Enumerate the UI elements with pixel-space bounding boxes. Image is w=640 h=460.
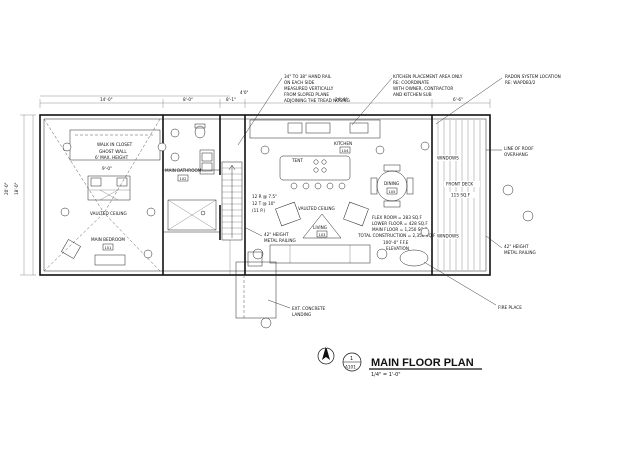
roof-overhang-2: OVERHANG — [504, 152, 528, 157]
detail-callout-icon — [342, 352, 362, 372]
dim-6ft6: 6'-6" — [453, 97, 463, 102]
detail-number: 1 — [350, 356, 353, 362]
bathroom-fixtures — [167, 123, 217, 231]
window-tag-top: WINDOWS — [437, 156, 459, 161]
vaulted-ceiling-lines-left — [43, 118, 161, 272]
area-main-floor: MAIN FLOOR = 1,250 SQ.F — [372, 227, 428, 232]
handrail-note-2: ON EACH SIDE — [284, 80, 315, 85]
handrail-note-5: ADJOINING THE TREAD NOSING — [284, 98, 350, 103]
stair — [221, 161, 243, 241]
front-deck-label: FRONT DECK — [446, 182, 473, 187]
window-tag-icon — [60, 207, 70, 217]
north-arrow-icon — [317, 346, 335, 365]
walkin-closet — [62, 129, 167, 161]
area-lower-floor: LOWER FLOOR = 428 SQ.F — [372, 221, 428, 226]
dining-label: DINING — [384, 181, 399, 186]
stair-risers: 12 R @ 7.5" — [252, 194, 277, 199]
drawing-scale: 1/4" = 1'-0" — [371, 372, 401, 378]
dim-20ft: 20'-0" — [4, 182, 9, 195]
kitchen-note-2: RE: COORDINATE — [393, 80, 429, 85]
stair-note: (11 P.) — [252, 208, 265, 213]
roof-overhang-1: LINE OF ROOF — [504, 146, 534, 151]
concrete-landing-2: LANDING — [292, 312, 311, 317]
dim-18ft: 18'-0" — [14, 182, 19, 195]
bathroom-number: 102 — [180, 177, 187, 181]
vaulted-ceiling-right: VAULTED CEILING — [298, 206, 335, 211]
area-flex-room: FLEX ROOM = 283 SQ.F — [372, 215, 422, 220]
vaulted-ceiling-left: VAULTED CEILING — [90, 211, 127, 216]
tent-label: TENT — [291, 158, 303, 163]
radon-note-2: RE: WAPDB3/2 — [505, 80, 536, 85]
area-total: TOTAL CONSTRUCTION = 2,350 SQ.F — [357, 233, 436, 238]
concrete-landing: EXT. CONCRETE — [292, 306, 326, 311]
living-label: LIVING — [313, 225, 327, 230]
living-number: 103 — [319, 233, 326, 237]
handrail-note-3: MEASURED VERTICALLY — [284, 86, 334, 91]
kitchen-number: 104 — [342, 149, 350, 153]
handrail-note-4: FROM SLOPED PLANE — [284, 92, 329, 97]
window-tag-icon — [146, 207, 156, 217]
dim-14ft: 14'-0" — [100, 97, 113, 102]
kitchen-counter — [249, 119, 385, 190]
deck-railing-2: METAL RAILING — [504, 250, 536, 255]
sheet-number: A101 — [345, 365, 356, 370]
dining-table — [370, 164, 414, 208]
dining-number: 105 — [389, 190, 396, 194]
dim-8ft-1: 8'-1" — [226, 97, 236, 102]
ghost-wall-height: 6' MAX. HEIGHT — [95, 155, 129, 160]
handrail-note-1: 34" TO 38" HAND RAIL — [284, 74, 332, 79]
exterior-landing — [229, 240, 291, 329]
fire-place-label: FIRE PLACE — [498, 305, 522, 310]
dim-4ft: 4'0" — [240, 90, 248, 95]
bathroom-label: MAIN BATHROOM — [165, 168, 202, 173]
living-furniture — [252, 201, 429, 267]
kitchen-note-4: AND KITCHEN SUB — [393, 92, 432, 97]
bedroom-number: 101 — [105, 246, 112, 250]
exterior-walls — [39, 114, 491, 276]
window-tag-bottom: WINDOWS — [437, 234, 459, 239]
elevation-value: 100'-0" F.F.E — [383, 240, 409, 245]
kitchen-label: KITCHEN — [334, 141, 352, 146]
ghost-wall-label: GHOST WALL — [99, 149, 127, 154]
stair-railing-height: 42" HEIGHT — [264, 232, 289, 237]
kitchen-note-1: KITCHEN PLACEMENT AREA ONLY — [393, 74, 463, 79]
front-deck-area: 115 SQ.F — [451, 193, 471, 198]
bedroom-width-dim: 9'-0" — [102, 166, 112, 171]
walkin-closet-label: WALK IN CLOSET — [97, 142, 133, 147]
door-tag-icon — [143, 249, 153, 259]
stair-railing-type: METAL RAILING — [264, 238, 296, 243]
deck-railing-1: 42" HEIGHT — [504, 244, 529, 249]
dim-8ft: 8'-0" — [183, 97, 193, 102]
radon-note-1: RADON SYSTEM LOCATION — [505, 74, 561, 79]
stair-treads: 12 T @ 10" — [252, 201, 275, 206]
drawing-title: MAIN FLOOR PLAN — [371, 357, 474, 369]
dimension-lines — [20, 95, 491, 276]
elevation-label: ELEVATION — [386, 246, 409, 251]
kitchen-note-3: WITH OWNER, CONTRACTOR — [393, 86, 453, 91]
dim-24ft: 24'-0" — [335, 97, 348, 102]
armchair-icon — [61, 239, 126, 266]
bedroom-label: MAIN BEDROOM — [91, 237, 125, 242]
north-label: N — [324, 344, 328, 350]
